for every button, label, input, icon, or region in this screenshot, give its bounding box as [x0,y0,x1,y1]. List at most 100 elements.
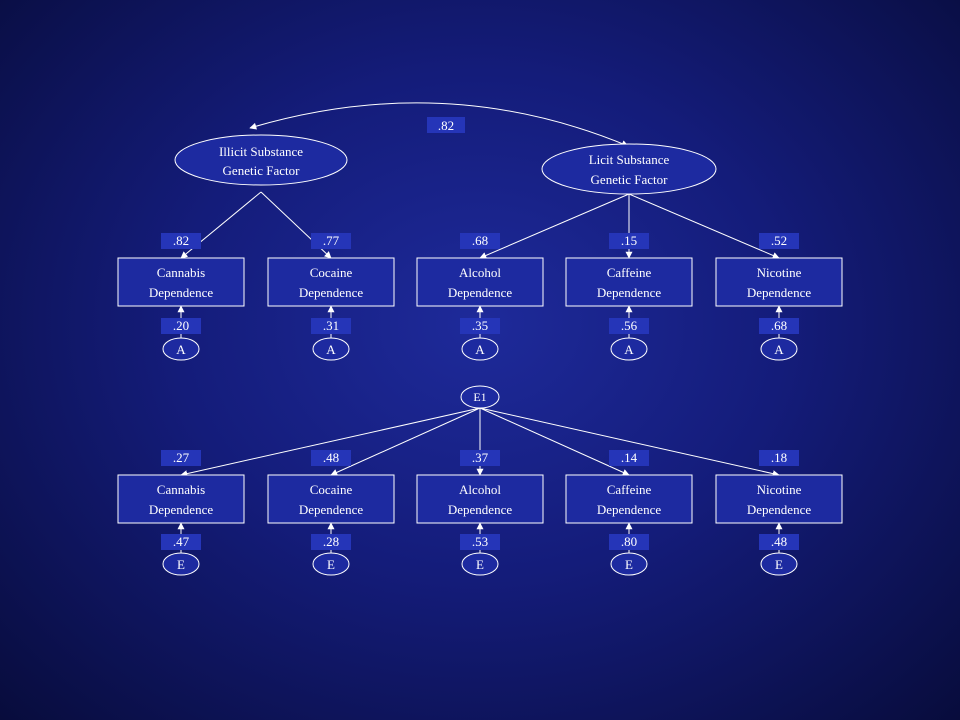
genetic-indicator-line1-2: Alcohol [459,265,501,280]
env-residual-label-bg-1 [311,534,351,550]
genetic-residual-label-2: .35 [472,318,488,333]
genetic-indicator-box-0 [117,257,245,307]
illicit-factor-line2: Genetic Factor [223,163,301,178]
e1-factor-label: E1 [473,390,486,404]
env-loading-label-bg-4 [759,450,799,466]
genetic-residual-label-bg-2 [460,318,500,334]
env-residual-node-label-4: E [775,557,783,572]
genetic-residual-label-4: .68 [771,318,787,333]
env-loading-label-bg-1 [311,450,351,466]
genetic-residual-label-1: .31 [323,318,339,333]
env-loading-label-1: .48 [323,450,339,465]
env-indicator-line1-4: Nicotine [757,482,802,497]
env-residual-label-3: .80 [621,534,637,549]
illicit-genetic-factor [174,134,348,186]
env-indicator-line2-3: Dependence [597,502,661,517]
genetic-residual-label-bg-4 [759,318,799,334]
env-indicator-box-0 [117,474,245,524]
factor-correlation-label: .82 [438,118,454,133]
env-indicator-line2-0: Dependence [149,502,213,517]
env-residual-label-1: .28 [323,534,339,549]
genetic-residual-node-label-3: A [624,342,634,357]
env-indicator-box-2 [416,474,544,524]
env-residual-label-2: .53 [472,534,488,549]
env-residual-label-4: .48 [771,534,787,549]
illicit-factor-line1: Illicit Substance [219,144,303,159]
genetic-indicator-box-2 [416,257,544,307]
env-indicator-line2-2: Dependence [448,502,512,517]
genetic-residual-label-bg-3 [609,318,649,334]
env-indicator-line1-1: Cocaine [310,482,353,497]
genetic-residual-node-1 [312,337,350,361]
env-loading-label-3: .14 [621,450,638,465]
env-residual-node-2 [461,552,499,576]
genetic-residual-label-3: .56 [621,318,638,333]
env-indicator-line1-3: Caffeine [607,482,652,497]
env-residual-label-bg-4 [759,534,799,550]
genetic-residual-node-label-2: A [475,342,485,357]
env-residual-label-0: .47 [173,534,190,549]
genetic-loading-label-0: .82 [173,233,189,248]
env-residual-node-0 [162,552,200,576]
genetic-residual-node-0 [162,337,200,361]
env-loading-label-bg-3 [609,450,649,466]
genetic-residual-label-0: .20 [173,318,189,333]
env-loading-label-bg-2 [460,450,500,466]
genetic-indicator-line1-0: Cannabis [157,265,205,280]
env-residual-node-label-1: E [327,557,335,572]
env-indicator-line2-4: Dependence [747,502,811,517]
genetic-loading-label-bg-0 [161,233,201,249]
env-indicator-line2-1: Dependence [299,502,363,517]
env-residual-label-bg-0 [161,534,201,550]
genetic-indicator-box-3 [565,257,693,307]
genetic-indicator-line2-2: Dependence [448,285,512,300]
env-loading-label-0: .27 [173,450,190,465]
genetic-loading-label-2: .68 [472,233,488,248]
genetic-indicator-line2-0: Dependence [149,285,213,300]
env-residual-label-bg-3 [609,534,649,550]
genetic-indicator-line1-1: Cocaine [310,265,353,280]
factor-correlation-arc [249,102,629,147]
env-indicator-line1-2: Alcohol [459,482,501,497]
env-loading-label-4: .18 [771,450,787,465]
env-residual-label-bg-2 [460,534,500,550]
genetic-residual-node-4 [760,337,798,361]
env-residual-node-3 [610,552,648,576]
genetic-residual-node-label-0: A [176,342,186,357]
genetic-loading-edge-4 [628,193,780,259]
genetic-loading-label-bg-4 [759,233,799,249]
genetic-loading-label-bg-1 [311,233,351,249]
env-residual-node-label-0: E [177,557,185,572]
genetic-residual-node-2 [461,337,499,361]
genetic-indicator-line1-4: Nicotine [757,265,802,280]
licit-factor-line1: Licit Substance [589,152,670,167]
genetic-loading-label-3: .15 [621,233,637,248]
correlation-label-bg [427,117,465,133]
indicator-nodes: .82CannabisDependence.20A.77CocaineDepen… [117,233,843,576]
env-indicator-box-1 [267,474,395,524]
genetic-indicator-box-4 [715,257,843,307]
genetic-indicator-line1-3: Caffeine [607,265,652,280]
genetic-indicator-line2-1: Dependence [299,285,363,300]
genetic-residual-node-label-4: A [774,342,784,357]
env-indicator-box-4 [715,474,843,524]
env-loading-label-2: .37 [472,450,489,465]
env-loading-label-bg-0 [161,450,201,466]
env-residual-node-4 [760,552,798,576]
genetic-loading-edge-2 [479,193,630,259]
env-residual-node-label-3: E [625,557,633,572]
genetic-residual-label-bg-0 [161,318,201,334]
genetic-residual-node-3 [610,337,648,361]
genetic-residual-node-label-1: A [326,342,336,357]
licit-factor-line2: Genetic Factor [591,172,669,187]
genetic-loading-label-1: .77 [323,233,340,248]
env-loading-edge-3 [479,407,630,476]
genetic-loading-label-bg-3 [609,233,649,249]
genetic-loading-label-bg-2 [460,233,500,249]
genetic-loading-label-4: .52 [771,233,787,248]
env-loading-edge-1 [330,407,481,476]
env-indicator-line1-0: Cannabis [157,482,205,497]
genetic-indicator-line2-4: Dependence [747,285,811,300]
env-loading-edge-4 [479,407,780,478]
